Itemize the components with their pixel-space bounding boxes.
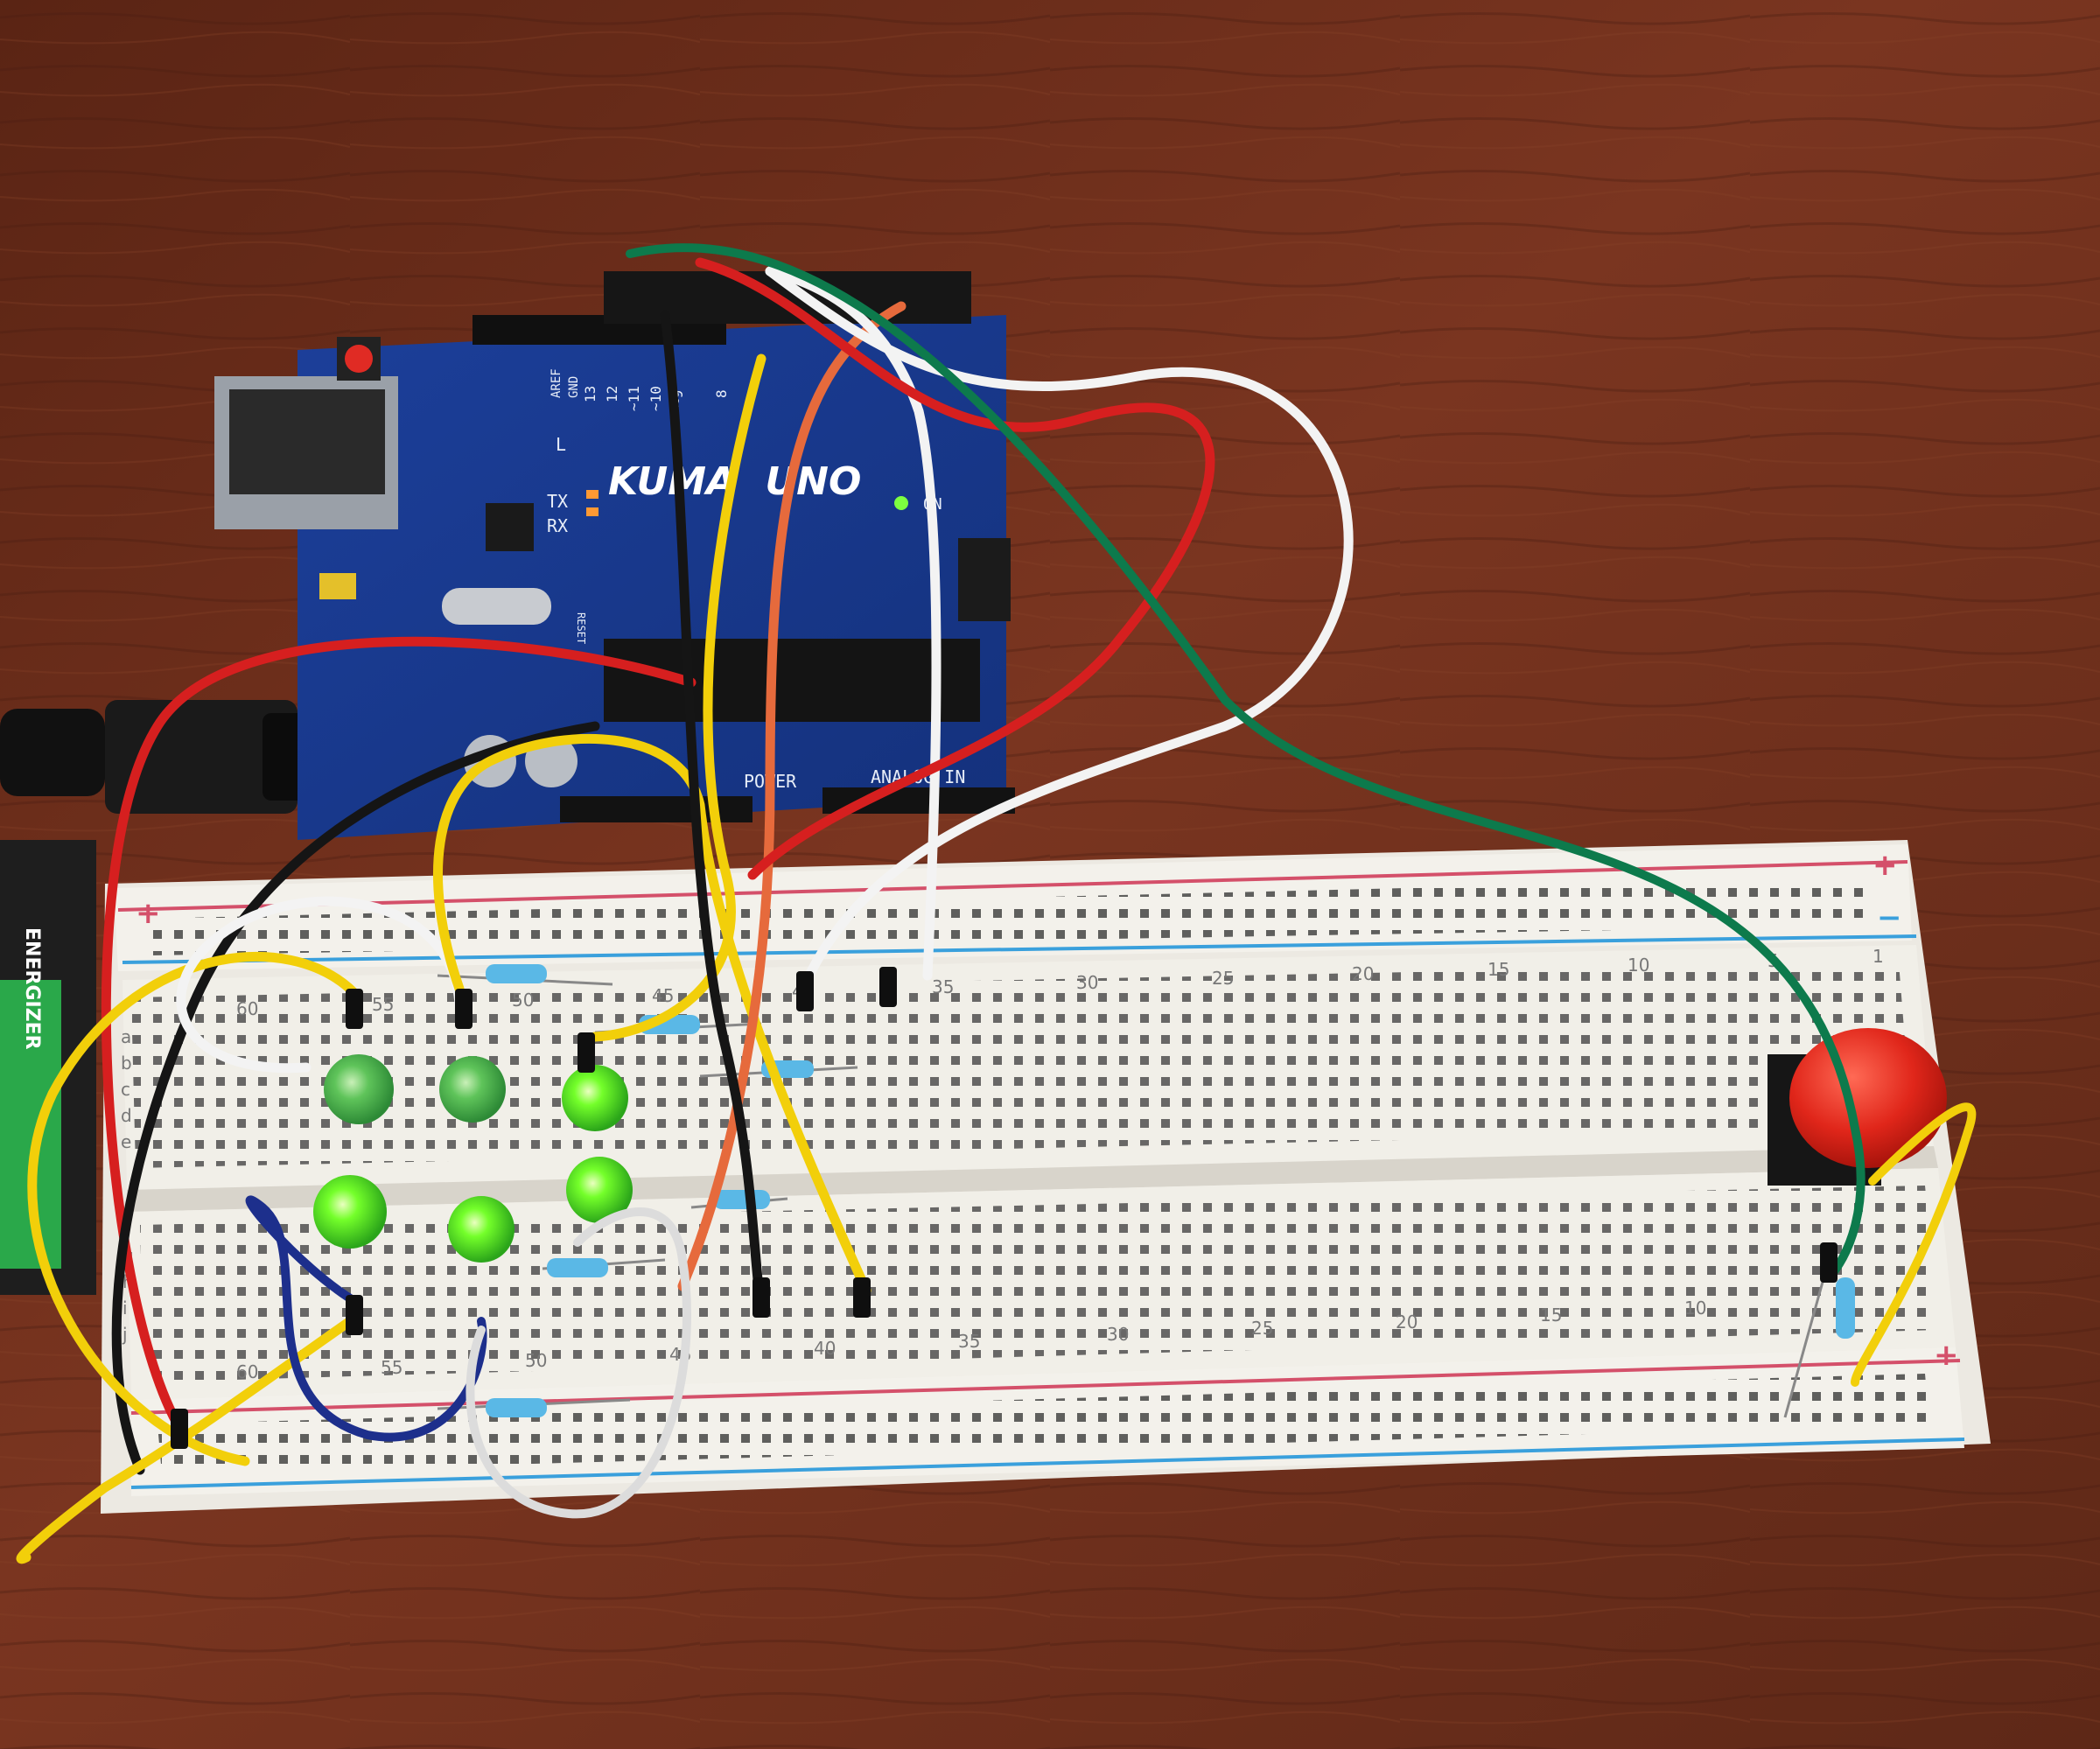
column-number: 20 [1352,963,1374,984]
row-letter: j [122,1324,128,1345]
column-numbers-bottom: 60 55 50 45 40 35 30 25 20 15 10 [236,1298,1706,1382]
wire-white-bottom [466,1207,691,1519]
led-bottom-left [313,1175,387,1249]
led-top-left [324,1054,394,1124]
column-number: 60 [236,998,258,1019]
row-letter: c [121,1079,130,1100]
row-letters-top: a b c d e [121,1026,132,1152]
wire-orange [677,301,906,1291]
column-number: 20 [1396,1312,1418,1333]
wire-blue [245,1195,487,1442]
column-number: 10 [1684,1298,1706,1319]
row-letter: a [121,1026,131,1047]
pin-13-label: 13 [582,386,598,402]
power-led [894,496,908,510]
rail-line-blue-top [122,934,1917,964]
pin-8-label: 8 [713,389,730,398]
crystal-oscillator [442,588,551,625]
column-number: 50 [525,1350,547,1371]
row-letter: e [121,1131,131,1152]
column-number: 30 [1107,1324,1129,1345]
wire-yellow-header [590,353,766,1042]
wire-red-loop [695,257,1215,880]
rail-plus-bottom-right: + [1934,1338,1959,1373]
wire-yellow-bottom [16,1316,355,1564]
led-top-middle [439,1056,506,1123]
wire-tips [171,967,1838,1449]
resistor [1783,1259,1855,1418]
wire-white-center [765,266,942,981]
row-letter: d [121,1105,132,1126]
pin-12-label: 12 [604,386,620,402]
row-letter: b [121,1053,132,1074]
rail-plus-top-right: + [1872,848,1898,883]
aref-label: AREF [550,368,564,398]
brand-text: KUMA [608,459,736,504]
column-number: 30 [1076,972,1098,993]
rx-label: RX [547,515,568,536]
jumper-wires [16,243,1977,1564]
led-bottom-middle [448,1196,514,1263]
board-brand: KUMA UNO [608,459,861,504]
column-number: 50 [512,990,534,1011]
l-label: L [556,434,566,455]
column-number: 15 [1488,959,1509,980]
rail-minus-top-right: − [1877,900,1902,935]
column-number: 55 [381,1357,402,1378]
wire-yellow-left [27,952,360,1466]
breadboard: + + − + a b c d e f g h i j 60 55 50 45 … [101,840,1991,1514]
column-number: 35 [958,1331,980,1352]
wire-white-left [176,896,465,1074]
microcontroller-chip [604,639,980,722]
arduino-board: KUMA UNO TX RX L ON RESET POWER ANALOG I… [214,271,1015,840]
leds [313,1054,633,1263]
column-number: 1 [1872,946,1884,967]
wire-green [626,243,1866,1282]
wire-yellow-center [433,733,872,1296]
column-number: 25 [1251,1318,1273,1339]
column-number: 45 [652,985,674,1006]
gnd-label: GND [567,376,581,398]
rail-plus-top-left: + [136,896,161,931]
led-top-right [562,1065,628,1131]
pin-11-label: ~11 [626,386,642,411]
battery-label: ENERGIZER [21,927,43,1050]
tx-label: TX [547,491,568,512]
resistor [437,964,613,986]
wire-yellow-right [1851,1102,1977,1387]
power-header [560,796,752,822]
rail-line-red-bottom [130,1359,1961,1415]
rail-line-blue-bottom [130,1438,1965,1489]
column-number: 15 [1540,1305,1562,1326]
led-bottom-right [566,1157,633,1223]
resistor [542,1258,666,1277]
row-letter: i [122,1298,128,1319]
column-number: 55 [372,994,394,1015]
wire-black-center [660,310,766,1318]
column-number: 35 [932,976,954,997]
column-number: 60 [236,1361,258,1382]
wire-black [111,721,600,1475]
column-number: 10 [1628,955,1649,976]
column-number: 25 [1212,968,1234,989]
battery: ENERGIZER [0,840,96,1295]
column-number: 40 [814,1338,836,1359]
rail-line-red-top [117,860,1908,912]
wire-white-loop [765,266,1354,990]
model-text: UNO [765,459,861,504]
reset-label: RESET [575,612,587,644]
pin-10-label: ~10 [648,386,664,411]
